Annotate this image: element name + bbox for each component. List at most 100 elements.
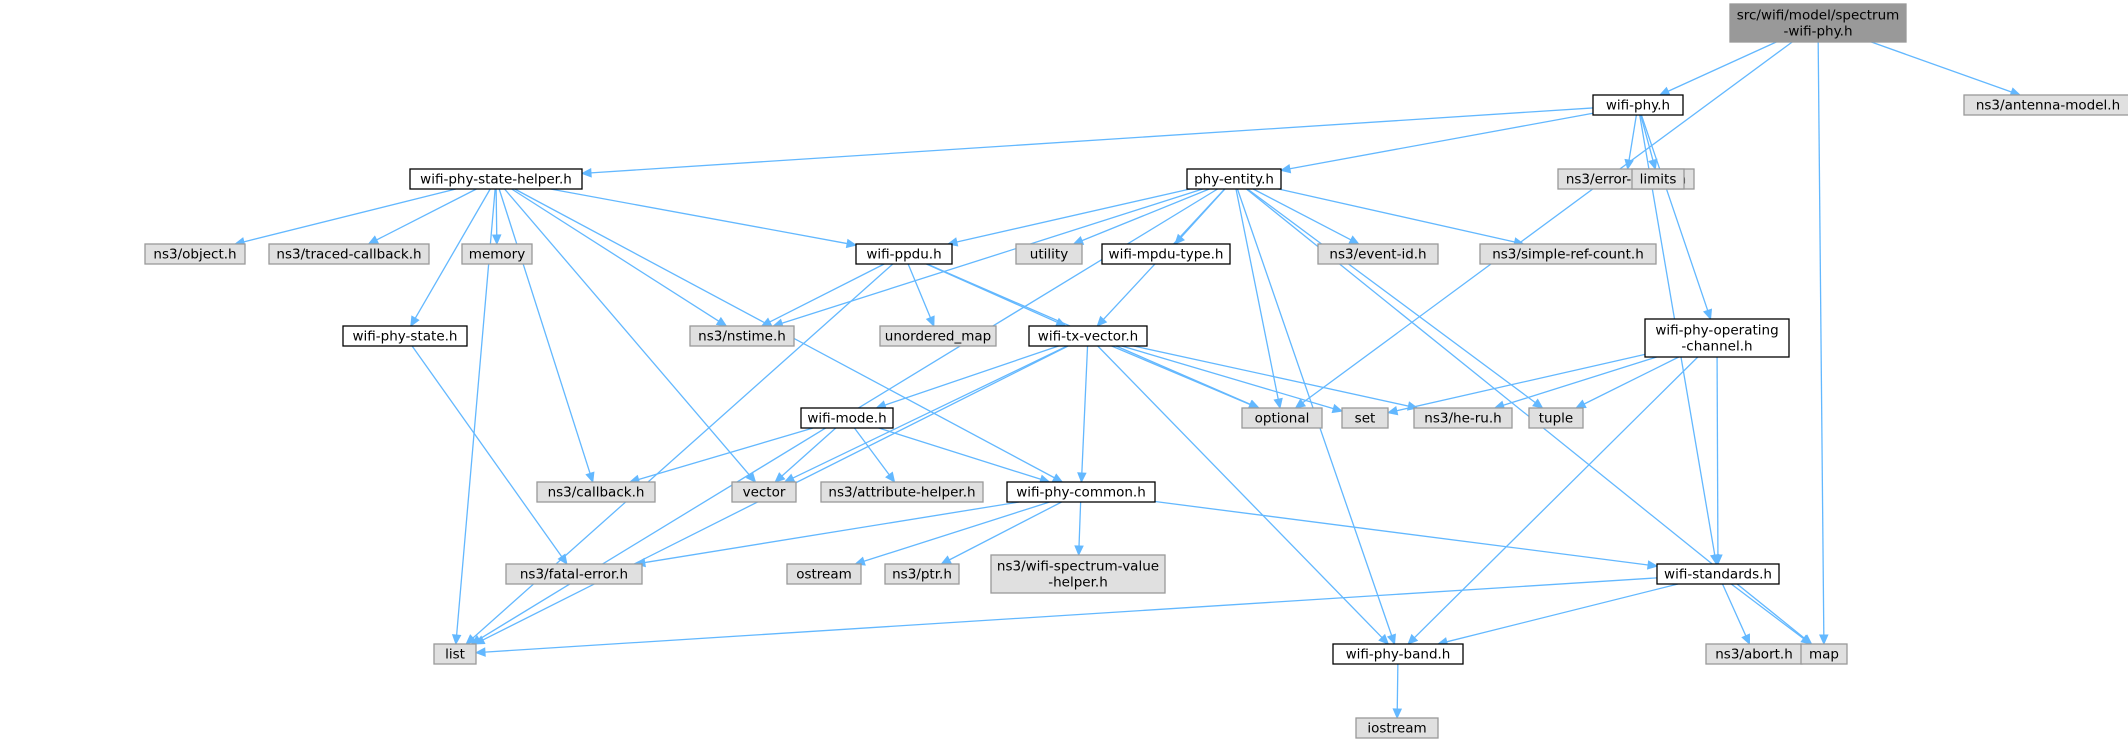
node-label: set (1355, 411, 1376, 427)
node-label: ns3/event-id.h (1329, 247, 1426, 263)
arrowhead-phy_state_helper-to-vector (745, 471, 757, 483)
node-attribute-helper[interactable]: ns3/attribute-helper.h (820, 481, 984, 503)
node-list[interactable]: list (433, 643, 477, 665)
node-wifi-standards[interactable]: wifi-standards.h (1656, 563, 1780, 585)
edge-wifi_standards-to-map (1730, 583, 1804, 640)
node-mpdu-type[interactable]: wifi-mpdu-type.h (1101, 243, 1231, 265)
edge-phy_entity-to-wifi_ppdu (956, 188, 1191, 243)
edge-phy_common-to-ostream (863, 501, 1050, 562)
node-tx-vector[interactable]: wifi-tx-vector.h (1028, 325, 1148, 347)
node-box (1656, 563, 1780, 585)
edge-wifi_mode-to-vector (781, 427, 837, 477)
node-phy-common[interactable]: wifi-phy-common.h (1006, 481, 1156, 503)
node-box (1800, 643, 1848, 665)
node-ostream[interactable]: ostream (786, 563, 862, 585)
edge-operating_channel-to-wifi_standards (1716, 356, 1719, 556)
node-traced-callback[interactable]: ns3/traced-callback.h (268, 243, 430, 265)
edge-tx_vector-to-phy_band (1097, 345, 1383, 639)
node-event-id[interactable]: ns3/event-id.h (1317, 243, 1439, 265)
edge-phy_common-to-spectrum_value_helper (1078, 501, 1082, 547)
node-callback[interactable]: ns3/callback.h (536, 481, 656, 503)
arrowhead-phy_common-to-spectrum_value_helper (1074, 545, 1084, 557)
node-label: tuple (1539, 411, 1573, 427)
arrowhead-operating_channel-to-tuple (1575, 399, 1587, 409)
node-label: wifi-standards.h (1664, 567, 1772, 583)
edge-phy_state_helper-to-object (243, 188, 457, 243)
node-memory[interactable]: memory (461, 243, 533, 265)
arrowhead-wifi_phy-to-operating_channel (1702, 308, 1713, 321)
node-box (1241, 407, 1323, 429)
node-fatal-error[interactable]: ns3/fatal-error.h (505, 563, 643, 585)
node-label: ns3/he-ru.h (1424, 411, 1501, 427)
arrowhead-wifi_phy-to-phy_entity (1279, 163, 1292, 174)
node-iostream[interactable]: iostream (1355, 717, 1439, 739)
node-label: map (1809, 647, 1839, 663)
edge-operating_channel-to-tuple (1583, 356, 1680, 405)
arrowhead-wifi_phy-to-phy_state_helper (580, 168, 592, 178)
node-abort[interactable]: ns3/abort.h (1705, 643, 1803, 665)
edge-phy_state-to-fatal_error (411, 345, 563, 558)
node-simple-ref-count[interactable]: ns3/simple-ref-count.h (1479, 243, 1657, 265)
node-phy-band[interactable]: wifi-phy-band.h (1332, 643, 1464, 665)
node-root[interactable]: src/wifi/model/spectrum-wifi-phy.h (1729, 3, 1907, 43)
node-optional[interactable]: optional (1241, 407, 1323, 429)
node-label: ns3/ptr.h (892, 567, 952, 583)
arrowhead-phy_entity-to-tuple (1532, 398, 1544, 409)
node-label: wifi-phy-state-helper.h (420, 172, 572, 188)
node-nstime[interactable]: ns3/nstime.h (689, 325, 795, 347)
node-unordered-map[interactable]: unordered_map (879, 325, 997, 347)
arrowhead-phy_entity-to-utility (1072, 236, 1085, 245)
node-box (689, 325, 795, 347)
node-set[interactable]: set (1341, 407, 1389, 429)
node-phy-entity[interactable]: phy-entity.h (1186, 168, 1282, 190)
node-map[interactable]: map (1800, 643, 1848, 665)
node-box (731, 481, 797, 503)
node-limits[interactable]: limits (1631, 168, 1685, 190)
node-label: limits (1640, 172, 1677, 188)
node-operating-channel[interactable]: wifi-phy-operating-channel.h (1644, 318, 1790, 358)
edge-phy_common-to-wifi_standards (1154, 500, 1649, 566)
arrowhead-tx_vector-to-set (1331, 403, 1344, 414)
edge-phy_state_helper-to-wifi_ppdu (550, 188, 848, 245)
edge-tx_vector-to-vector (792, 345, 1068, 479)
node-label: list (445, 647, 465, 663)
node-ptr[interactable]: ns3/ptr.h (884, 563, 960, 585)
node-box (1015, 243, 1083, 265)
node-vector[interactable]: vector (731, 481, 797, 503)
node-tuple[interactable]: tuple (1528, 407, 1584, 429)
arrowhead-wifi_mode-to-attribute_helper (885, 471, 896, 483)
arrowhead-wifi_mode-to-vector (774, 472, 786, 483)
node-box (433, 643, 477, 665)
node-wifi-mode[interactable]: wifi-mode.h (800, 407, 894, 429)
edge-phy_common-to-ptr (949, 501, 1062, 561)
node-box (1963, 94, 2128, 116)
arrowhead-root-to-map (1819, 634, 1829, 646)
node-utility[interactable]: utility (1015, 243, 1083, 265)
edge-wifi_standards-to-phy_band (1446, 583, 1679, 643)
node-label: wifi-tx-vector.h (1038, 329, 1138, 345)
node-wifi-phy[interactable]: wifi-phy.h (1592, 94, 1684, 116)
edge-root-to-antenna_model (1871, 41, 2012, 93)
node-label: unordered_map (885, 329, 991, 345)
node-box (1729, 3, 1907, 43)
node-antenna-model[interactable]: ns3/antenna-model.h (1963, 94, 2128, 116)
edge-phy_band-to-iostream (1396, 663, 1399, 710)
node-box (855, 243, 953, 265)
node-object[interactable]: ns3/object.h (144, 243, 246, 265)
node-box (879, 325, 997, 347)
node-phy-state[interactable]: wifi-phy-state.h (342, 325, 468, 347)
node-spectrum-value-helper[interactable]: ns3/wifi-spectrum-value-helper.h (990, 554, 1166, 594)
edge-phy_entity-to-event_id (1252, 188, 1352, 241)
node-label: wifi-phy-common.h (1016, 485, 1146, 501)
node-label: -helper.h (1048, 575, 1108, 591)
node-label: ns3/abort.h (1715, 647, 1793, 663)
arrowhead-phy_state_helper-to-traced_callback (367, 235, 380, 245)
node-wifi-ppdu[interactable]: wifi-ppdu.h (855, 243, 953, 265)
edge-operating_channel-to-phy_band (1414, 356, 1699, 639)
node-he-ru[interactable]: ns3/he-ru.h (1413, 407, 1513, 429)
edge-phy_state_helper-to-nstime (511, 188, 720, 322)
node-phy-state-helper[interactable]: wifi-phy-state-helper.h (409, 168, 583, 190)
edge-wifi_phy-to-phy_entity (1289, 112, 1594, 170)
edge-phy_entity-to-utility (1081, 188, 1210, 242)
edge-root-to-optional (1302, 41, 1793, 404)
